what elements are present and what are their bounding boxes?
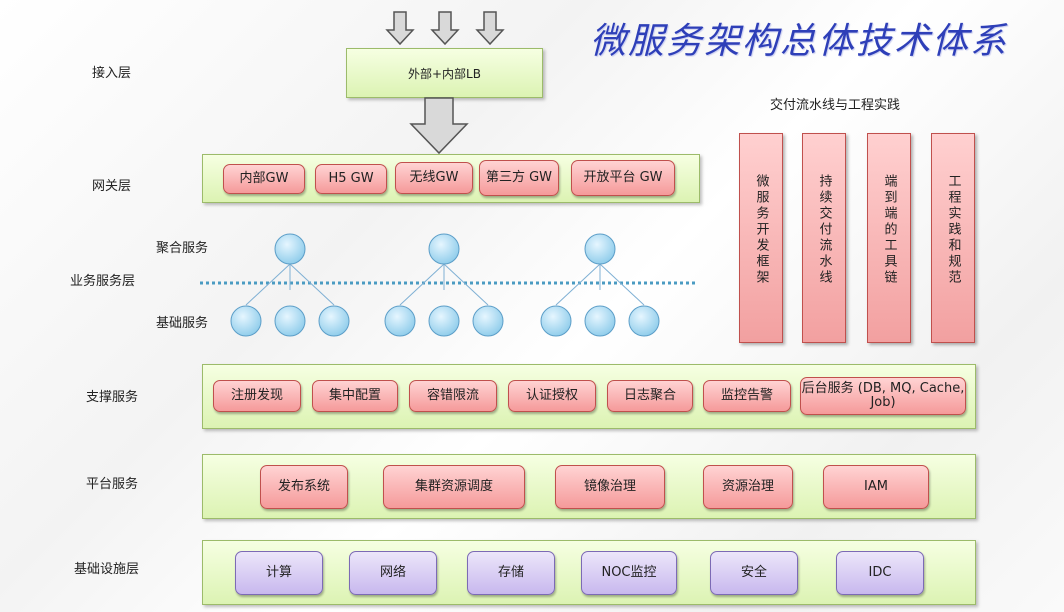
gateway-panel: 内部GW H5 GW 无线GW 第三方 GW 开放平台 GW [202, 154, 700, 203]
platform-release: 发布系统 [260, 465, 348, 509]
layer-label-platform: 平台服务 [86, 477, 139, 492]
platform-resource: 资源治理 [703, 465, 793, 509]
layer-label-support: 支撑服务 [86, 390, 139, 405]
basic-node [230, 305, 262, 337]
basic-node [428, 305, 460, 337]
aggregate-node [428, 233, 460, 265]
basic-node [318, 305, 350, 337]
infra-storage: 存储 [467, 551, 555, 595]
delivery-column-practice: 工程实践和规范 [931, 133, 975, 343]
support-config: 集中配置 [312, 380, 398, 412]
gateway-wireless: 无线GW [395, 162, 473, 194]
lb-box: 外部+内部LB [346, 48, 543, 98]
layer-label-business: 业务服务层 [70, 274, 136, 289]
infra-noc: NOC监控 [581, 551, 677, 595]
layer-label-gateway: 网关层 [92, 179, 132, 194]
delivery-column-label: 端到端的工具链 [881, 174, 897, 286]
basic-node [274, 305, 306, 337]
infra-security: 安全 [710, 551, 798, 595]
support-panel: 注册发现 集中配置 容错限流 认证授权 日志聚合 监控告警 后台服务 (DB, … [202, 364, 976, 429]
delivery-column-label: 微服务开发框架 [753, 174, 769, 286]
aggregate-node [584, 233, 616, 265]
down-arrow-icon [475, 11, 505, 46]
basic-node [628, 305, 660, 337]
infra-idc: IDC [836, 551, 924, 595]
lb-label: 外部+内部LB [408, 66, 481, 81]
down-arrow-icon [430, 11, 460, 46]
infra-panel: 计算 网络 存储 NOC监控 安全 IDC [202, 540, 976, 605]
delivery-column-framework: 微服务开发框架 [739, 133, 783, 343]
delivery-title: 交付流水线与工程实践 [770, 98, 901, 113]
page-title: 微服务架构总体技术体系 [590, 21, 1009, 62]
basic-node [384, 305, 416, 337]
sublayer-label-aggregate: 聚合服务 [156, 241, 209, 256]
delivery-column-toolchain: 端到端的工具链 [867, 133, 911, 343]
gateway-third-party: 第三方 GW [479, 160, 559, 196]
support-fault-tolerance: 容错限流 [409, 380, 497, 412]
down-arrow-icon [385, 11, 415, 46]
delivery-column-label: 持续交付流水线 [816, 174, 832, 286]
infra-compute: 计算 [235, 551, 323, 595]
support-logging: 日志聚合 [607, 380, 693, 412]
platform-iam: IAM [823, 465, 929, 509]
platform-scheduling: 集群资源调度 [383, 465, 525, 509]
sublayer-label-basic: 基础服务 [156, 316, 209, 331]
aggregate-node [274, 233, 306, 265]
gateway-h5: H5 GW [315, 164, 387, 194]
basic-node [584, 305, 616, 337]
platform-panel: 发布系统 集群资源调度 镜像治理 资源治理 IAM [202, 454, 976, 519]
support-backend: 后台服务 (DB, MQ, Cache, Job) [800, 377, 966, 415]
gateway-open-platform: 开放平台 GW [571, 160, 675, 196]
platform-image: 镜像治理 [555, 465, 665, 509]
support-registry: 注册发现 [213, 380, 301, 412]
basic-node [472, 305, 504, 337]
big-down-arrow-icon [409, 97, 469, 155]
incoming-arrows [385, 11, 505, 46]
support-monitoring: 监控告警 [703, 380, 791, 412]
layer-label-infra: 基础设施层 [74, 562, 140, 577]
basic-node [540, 305, 572, 337]
support-auth: 认证授权 [508, 380, 596, 412]
gateway-internal: 内部GW [223, 164, 305, 194]
delivery-column-label: 工程实践和规范 [945, 174, 961, 286]
infra-network: 网络 [349, 551, 437, 595]
delivery-column-cd: 持续交付流水线 [802, 133, 846, 343]
layer-label-access: 接入层 [92, 66, 132, 81]
